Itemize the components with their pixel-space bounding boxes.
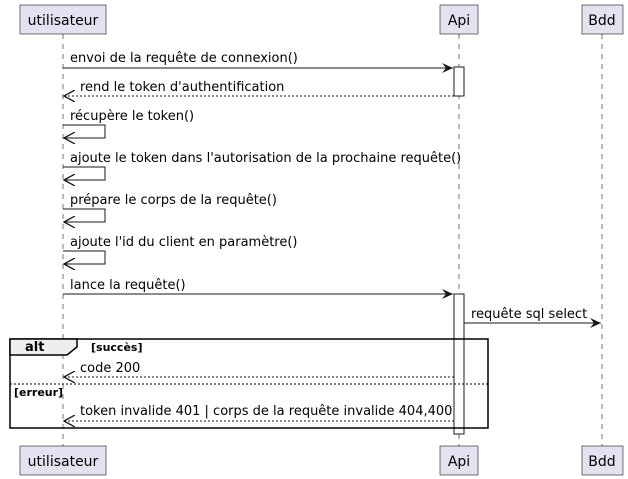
participant-bdd-label: Bdd	[588, 13, 615, 29]
message-label-code-200: code 200	[80, 361, 140, 376]
participant-api-top: Api	[439, 4, 479, 35]
participant-utilisateur-label: utilisateur	[28, 13, 99, 29]
self-arrow-recupere-token	[63, 124, 106, 138]
message-label-connexion: envoi de la requête de connexion()	[70, 51, 298, 66]
participant-bdd-label-bottom: Bdd	[588, 454, 615, 470]
alt-fragment: alt [succès] [erreur]	[9, 338, 489, 429]
participant-bdd-top: Bdd	[581, 4, 624, 35]
alt-guard-succes: [succès]	[91, 341, 142, 354]
participant-utilisateur-label-bottom: utilisateur	[28, 454, 99, 470]
alt-keyword: alt	[25, 340, 44, 355]
participant-bdd-bottom: Bdd	[581, 445, 624, 476]
message-label-lance-requete: lance la requête()	[70, 278, 186, 293]
alt-guard-erreur: [erreur]	[14, 386, 63, 399]
message-label-sql-select: requête sql select	[471, 307, 587, 322]
activation-api-1	[453, 66, 465, 97]
participant-api-bottom: Api	[439, 445, 479, 476]
message-label-recupere-token: récupère le token()	[70, 109, 194, 124]
self-arrow-ajoute-token	[63, 166, 106, 180]
message-label-prepare-corps: prépare le corps de la requête()	[70, 193, 277, 208]
message-label-token-return: rend le token d'authentification	[80, 80, 284, 95]
participant-utilisateur-bottom: utilisateur	[19, 445, 107, 476]
self-arrow-prepare-corps	[63, 208, 106, 222]
participant-api-label-bottom: Api	[448, 454, 470, 470]
message-label-ajoute-token: ajoute le token dans l'autorisation de l…	[70, 151, 461, 166]
message-label-erreurs: token invalide 401 | corps de la requête…	[80, 404, 452, 419]
participant-api-label: Api	[448, 13, 470, 29]
self-arrow-ajoute-id	[63, 250, 106, 264]
message-label-ajoute-id: ajoute l'id du client en paramètre()	[70, 235, 298, 250]
participant-utilisateur-top: utilisateur	[19, 4, 107, 35]
activation-api-2	[453, 293, 465, 435]
